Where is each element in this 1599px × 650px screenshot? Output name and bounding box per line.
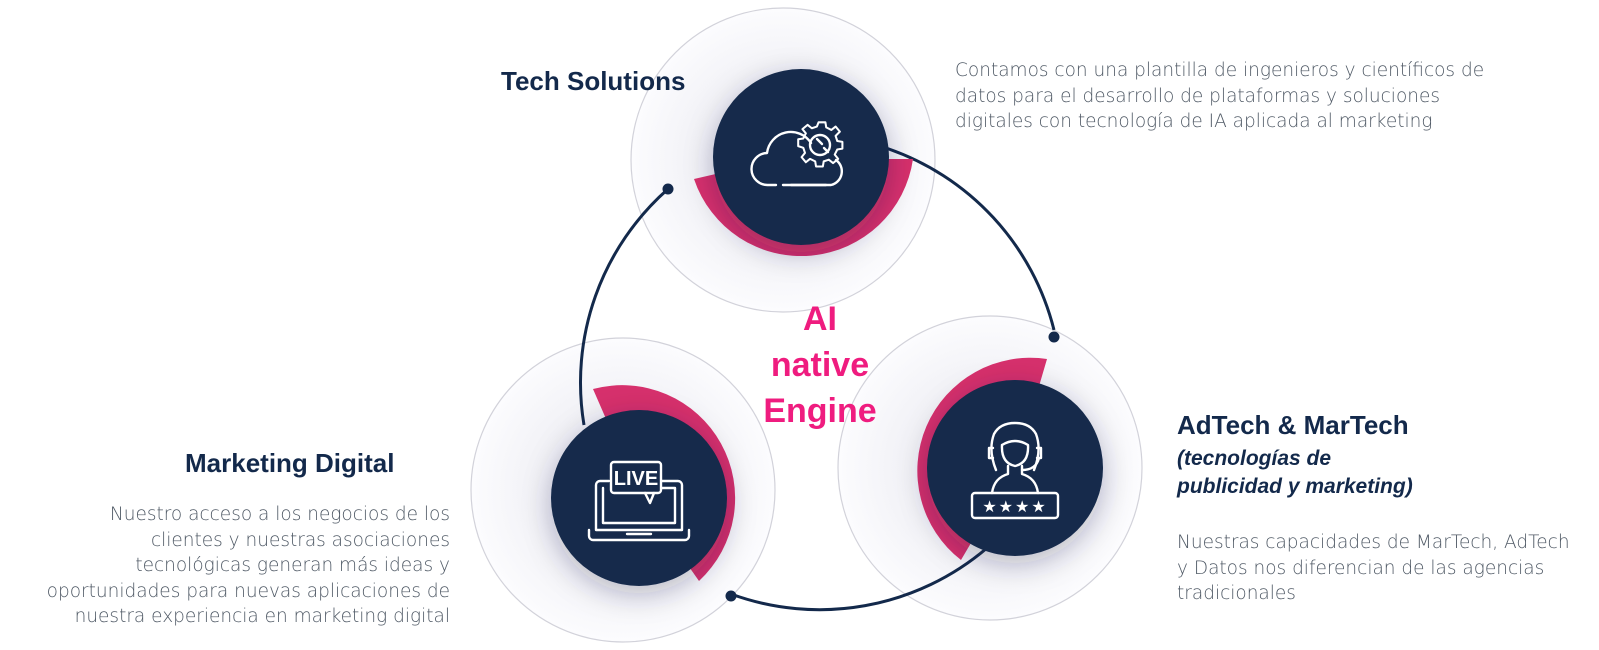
- adtech-subtitle-line: (tecnologías de: [1177, 447, 1332, 470]
- connector-arc-bottom: [730, 546, 988, 612]
- marketing-description: Nuestro acceso a los negocios de los cli…: [10, 502, 450, 630]
- node-circle-marketing: [551, 410, 727, 586]
- connector-dot: [1048, 331, 1060, 343]
- center-label-line: native: [770, 346, 870, 384]
- tech-description-line: digitales con tecnología de IA aplicada …: [955, 111, 1433, 132]
- cloud-gear-icon: [750, 121, 844, 187]
- center-label: AI native Engine: [700, 296, 940, 434]
- live-icon-text: LIVE: [614, 468, 658, 490]
- adtech-description: Nuestras capacidades de MarTech, AdTech …: [1177, 530, 1592, 607]
- marketing-description-line: Nuestro acceso a los negocios de los: [109, 504, 450, 525]
- rating-stars: ★★★★: [982, 497, 1047, 516]
- connector-dot: [725, 590, 737, 602]
- marketing-description-line: oportunidades para nuevas aplicaciones d…: [46, 580, 450, 602]
- adtech-subtitle-line: publicidad y marketing): [1177, 475, 1413, 498]
- connector-arc-right: [885, 146, 1056, 331]
- center-label-line: AI: [803, 300, 837, 338]
- agent-rating-icon: [970, 421, 1060, 520]
- connector-dot: [662, 183, 674, 195]
- tech-description: Contamos con una plantilla de ingenieros…: [955, 58, 1555, 135]
- adtech-description-line: Nuestras capacidades de MarTech, AdTech: [1177, 532, 1570, 553]
- marketing-description-line: clientes y nuestras asociaciones: [150, 529, 450, 551]
- tech-title: Tech Solutions: [501, 66, 686, 96]
- adtech-title: AdTech & MarTech: [1177, 410, 1409, 440]
- tech-description-line: datos para el desarrollo de plataformas …: [955, 85, 1441, 107]
- adtech-description-line: tradicionales: [1177, 583, 1296, 604]
- adtech-subtitle: (tecnologías de publicidad y marketing): [1177, 445, 1477, 501]
- live-laptop-icon: [587, 460, 691, 542]
- center-label-line: Engine: [763, 392, 877, 430]
- tech-description-line: Contamos con una plantilla de ingenieros…: [955, 60, 1485, 81]
- connector-arc-left: [579, 187, 669, 426]
- marketing-description-line: tecnológicas generan más ideas y: [135, 555, 450, 576]
- node-circle-adtech: [927, 380, 1103, 556]
- marketing-title: Marketing Digital: [185, 448, 395, 478]
- marketing-description-line: nuestra experiencia en marketing digital: [74, 606, 450, 627]
- adtech-description-line: y Datos nos diferencian de las agencias: [1177, 557, 1545, 579]
